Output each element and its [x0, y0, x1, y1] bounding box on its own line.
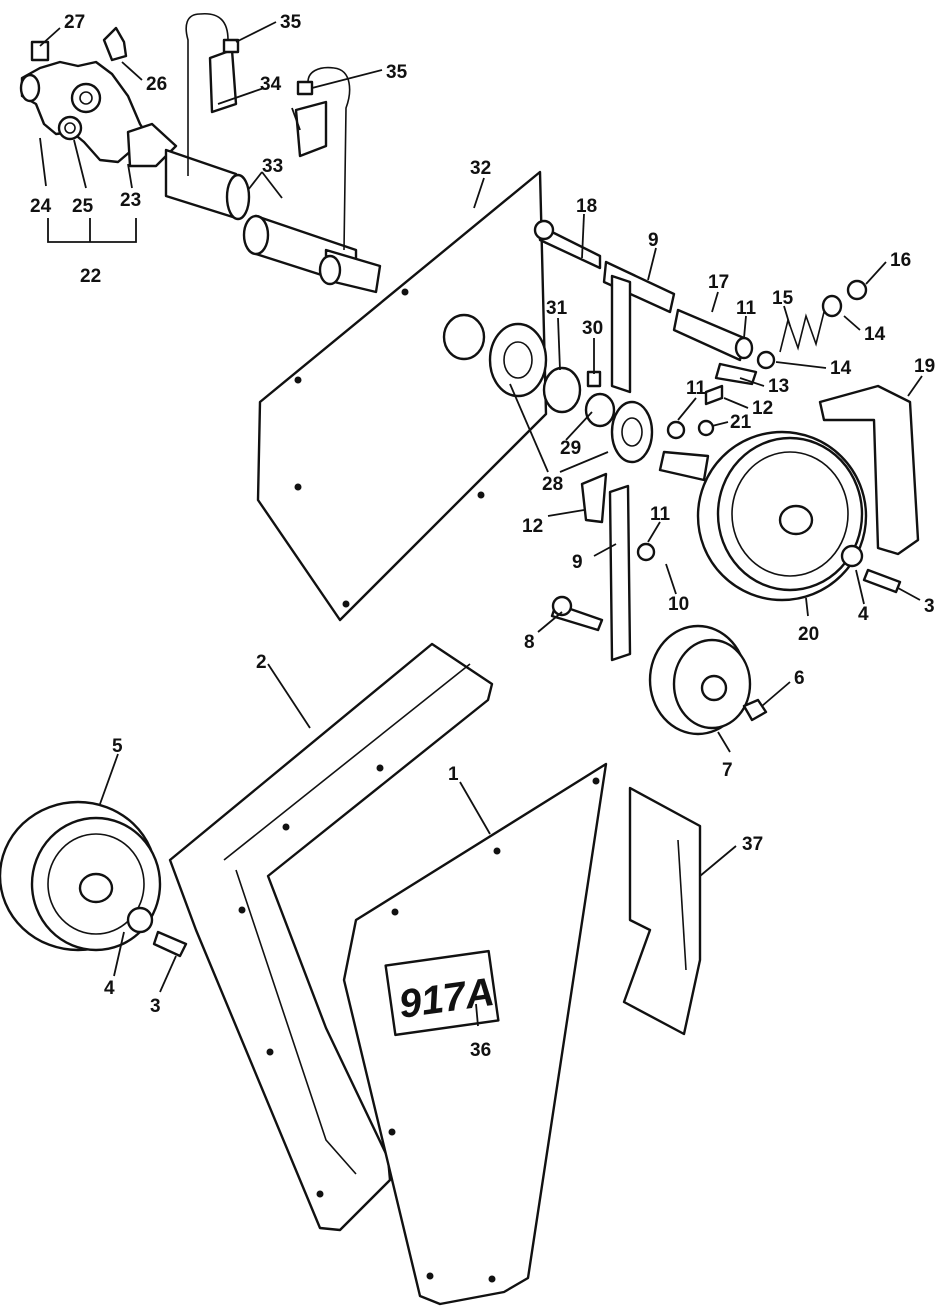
callout-4-left: 4 [104, 978, 115, 999]
callout-13: 13 [768, 376, 789, 397]
callout-9-top: 9 [648, 230, 659, 251]
callout-11-lower: 11 [650, 504, 671, 525]
idler-pulley [648, 624, 768, 736]
callout-11-mid: 11 [686, 378, 707, 399]
callout-14-right: 14 [864, 324, 886, 345]
callout-5: 5 [112, 736, 123, 757]
bearing-assembly [442, 313, 710, 482]
callout-27: 27 [64, 12, 85, 33]
callout-10: 10 [668, 594, 689, 615]
callout-25: 25 [72, 196, 94, 217]
callout-22: 22 [80, 266, 101, 287]
callout-28: 28 [542, 474, 563, 495]
callout-36: 36 [470, 1040, 491, 1061]
callout-32: 32 [470, 158, 491, 179]
belt-shield [168, 642, 494, 1232]
callout-20: 20 [798, 624, 819, 645]
callout-26: 26 [146, 74, 167, 95]
callout-11-top: 11 [736, 298, 757, 319]
callout-6: 6 [794, 668, 805, 689]
callout-12-upper: 12 [752, 398, 773, 419]
back-plate [256, 170, 548, 622]
callout-37: 37 [742, 834, 763, 855]
callout-2: 2 [256, 652, 267, 673]
side-bracket [622, 786, 702, 1036]
callout-23: 23 [120, 190, 141, 211]
drive-shaft-assembly [19, 13, 382, 294]
callout-1: 1 [448, 764, 459, 785]
callout-31: 31 [546, 298, 568, 319]
callout-35-right: 35 [386, 62, 408, 83]
callout-35-top: 35 [280, 12, 302, 33]
callout-24: 24 [30, 196, 52, 217]
leader-lines [39, 21, 923, 1027]
callout-30: 30 [582, 318, 603, 339]
callout-16: 16 [890, 250, 911, 271]
callout-21: 21 [730, 412, 752, 433]
callout-33: 33 [262, 156, 283, 177]
callout-19: 19 [914, 356, 935, 377]
callout-34: 34 [260, 74, 282, 95]
callout-17: 17 [708, 272, 729, 293]
callout-4-right: 4 [858, 604, 869, 625]
callout-14-lower: 14 [830, 358, 852, 379]
callout-7: 7 [722, 760, 733, 781]
callout-8: 8 [524, 632, 535, 653]
large-pulley [696, 384, 920, 602]
callout-3-left: 3 [150, 996, 161, 1017]
callout-29: 29 [560, 438, 581, 459]
decal-917a [384, 949, 500, 1037]
tensioner-assembly [533, 219, 868, 662]
callout-18: 18 [576, 196, 597, 217]
callout-15: 15 [772, 288, 794, 309]
callout-labels: 27 26 35 35 34 33 24 25 23 22 32 18 9 17… [30, 12, 935, 1061]
callout-9-lower: 9 [572, 552, 583, 573]
front-cover: 917A [342, 762, 608, 1306]
callout-12-lower: 12 [522, 516, 543, 537]
small-pulley [0, 800, 188, 958]
callout-3-right: 3 [924, 596, 935, 617]
